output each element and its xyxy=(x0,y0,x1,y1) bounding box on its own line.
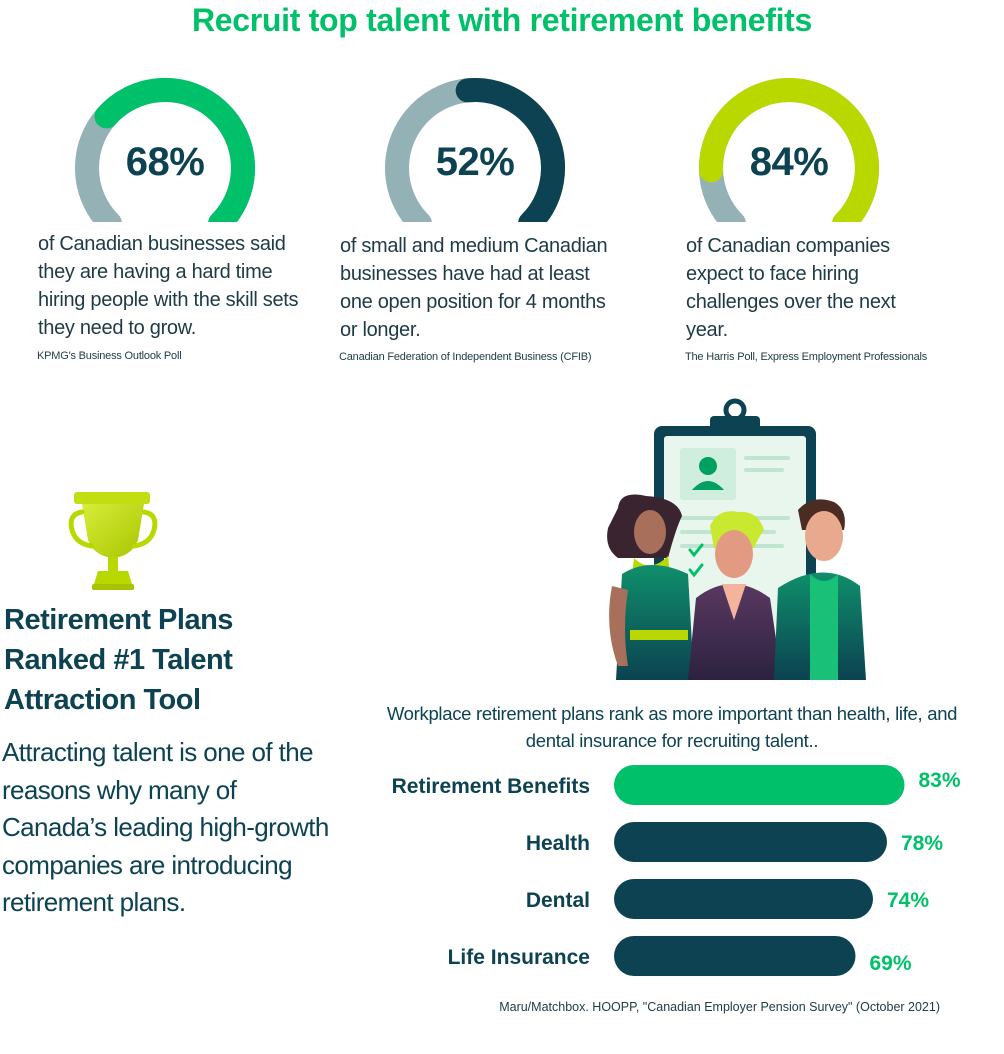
bar-value-label: 74% xyxy=(887,889,929,912)
chart-caption: Workplace retirement plans rank as more … xyxy=(386,703,958,751)
bar-category-label: Retirement Benefits xyxy=(392,775,590,798)
bar-value-label: 78% xyxy=(901,832,943,855)
stat-value-2: 52% xyxy=(435,140,515,184)
stat-value-1: 68% xyxy=(125,140,205,184)
gauge-fill xyxy=(94,77,256,222)
bar-category-label: Life Insurance xyxy=(448,946,590,969)
left-body-text: Attracting talent is one of the reasons … xyxy=(2,737,329,917)
stat-source-1: KPMG's Business Outlook Poll xyxy=(37,350,182,362)
stat-description-1: of Canadian businesses said they are hav… xyxy=(38,233,299,339)
gauge-chart-3 xyxy=(699,78,879,222)
gauge-fill xyxy=(455,78,565,222)
stat-value-3: 84% xyxy=(749,140,829,184)
stat-source-3: The Harris Poll, Express Employment Prof… xyxy=(685,351,928,363)
bar-category-label: Health xyxy=(526,832,590,855)
trophy-icon xyxy=(68,492,158,590)
gauge-chart-2 xyxy=(385,78,565,222)
page-title: Recruit top talent with retirement benef… xyxy=(191,2,813,38)
gauge-fill xyxy=(699,78,879,222)
bar-dental xyxy=(614,879,873,919)
bar-category-label: Dental xyxy=(526,889,590,912)
bar-retirement-benefits xyxy=(614,765,905,805)
bar-value-label: 83% xyxy=(919,769,961,792)
left-heading: Retirement Plans Ranked #1 Talent Attrac… xyxy=(4,604,233,716)
stat-description-2: of small and medium Canadian businesses … xyxy=(340,235,608,341)
people-with-clipboard-illustration xyxy=(607,398,866,680)
stat-description-3: of Canadian companies expect to face hir… xyxy=(686,235,896,341)
stat-source-2: Canadian Federation of Independent Busin… xyxy=(339,351,592,363)
bar-chart: Retirement Benefits 83% Health 78% Dental 74%… xyxy=(392,765,961,976)
bar-health xyxy=(614,822,887,862)
bar-value-label: 69% xyxy=(870,952,912,975)
gauge-chart-1 xyxy=(75,77,256,222)
chart-source: Maru/Matchbox. HOOPP, "Canadian Employer… xyxy=(499,1000,940,1014)
bar-life-insurance xyxy=(614,936,856,976)
